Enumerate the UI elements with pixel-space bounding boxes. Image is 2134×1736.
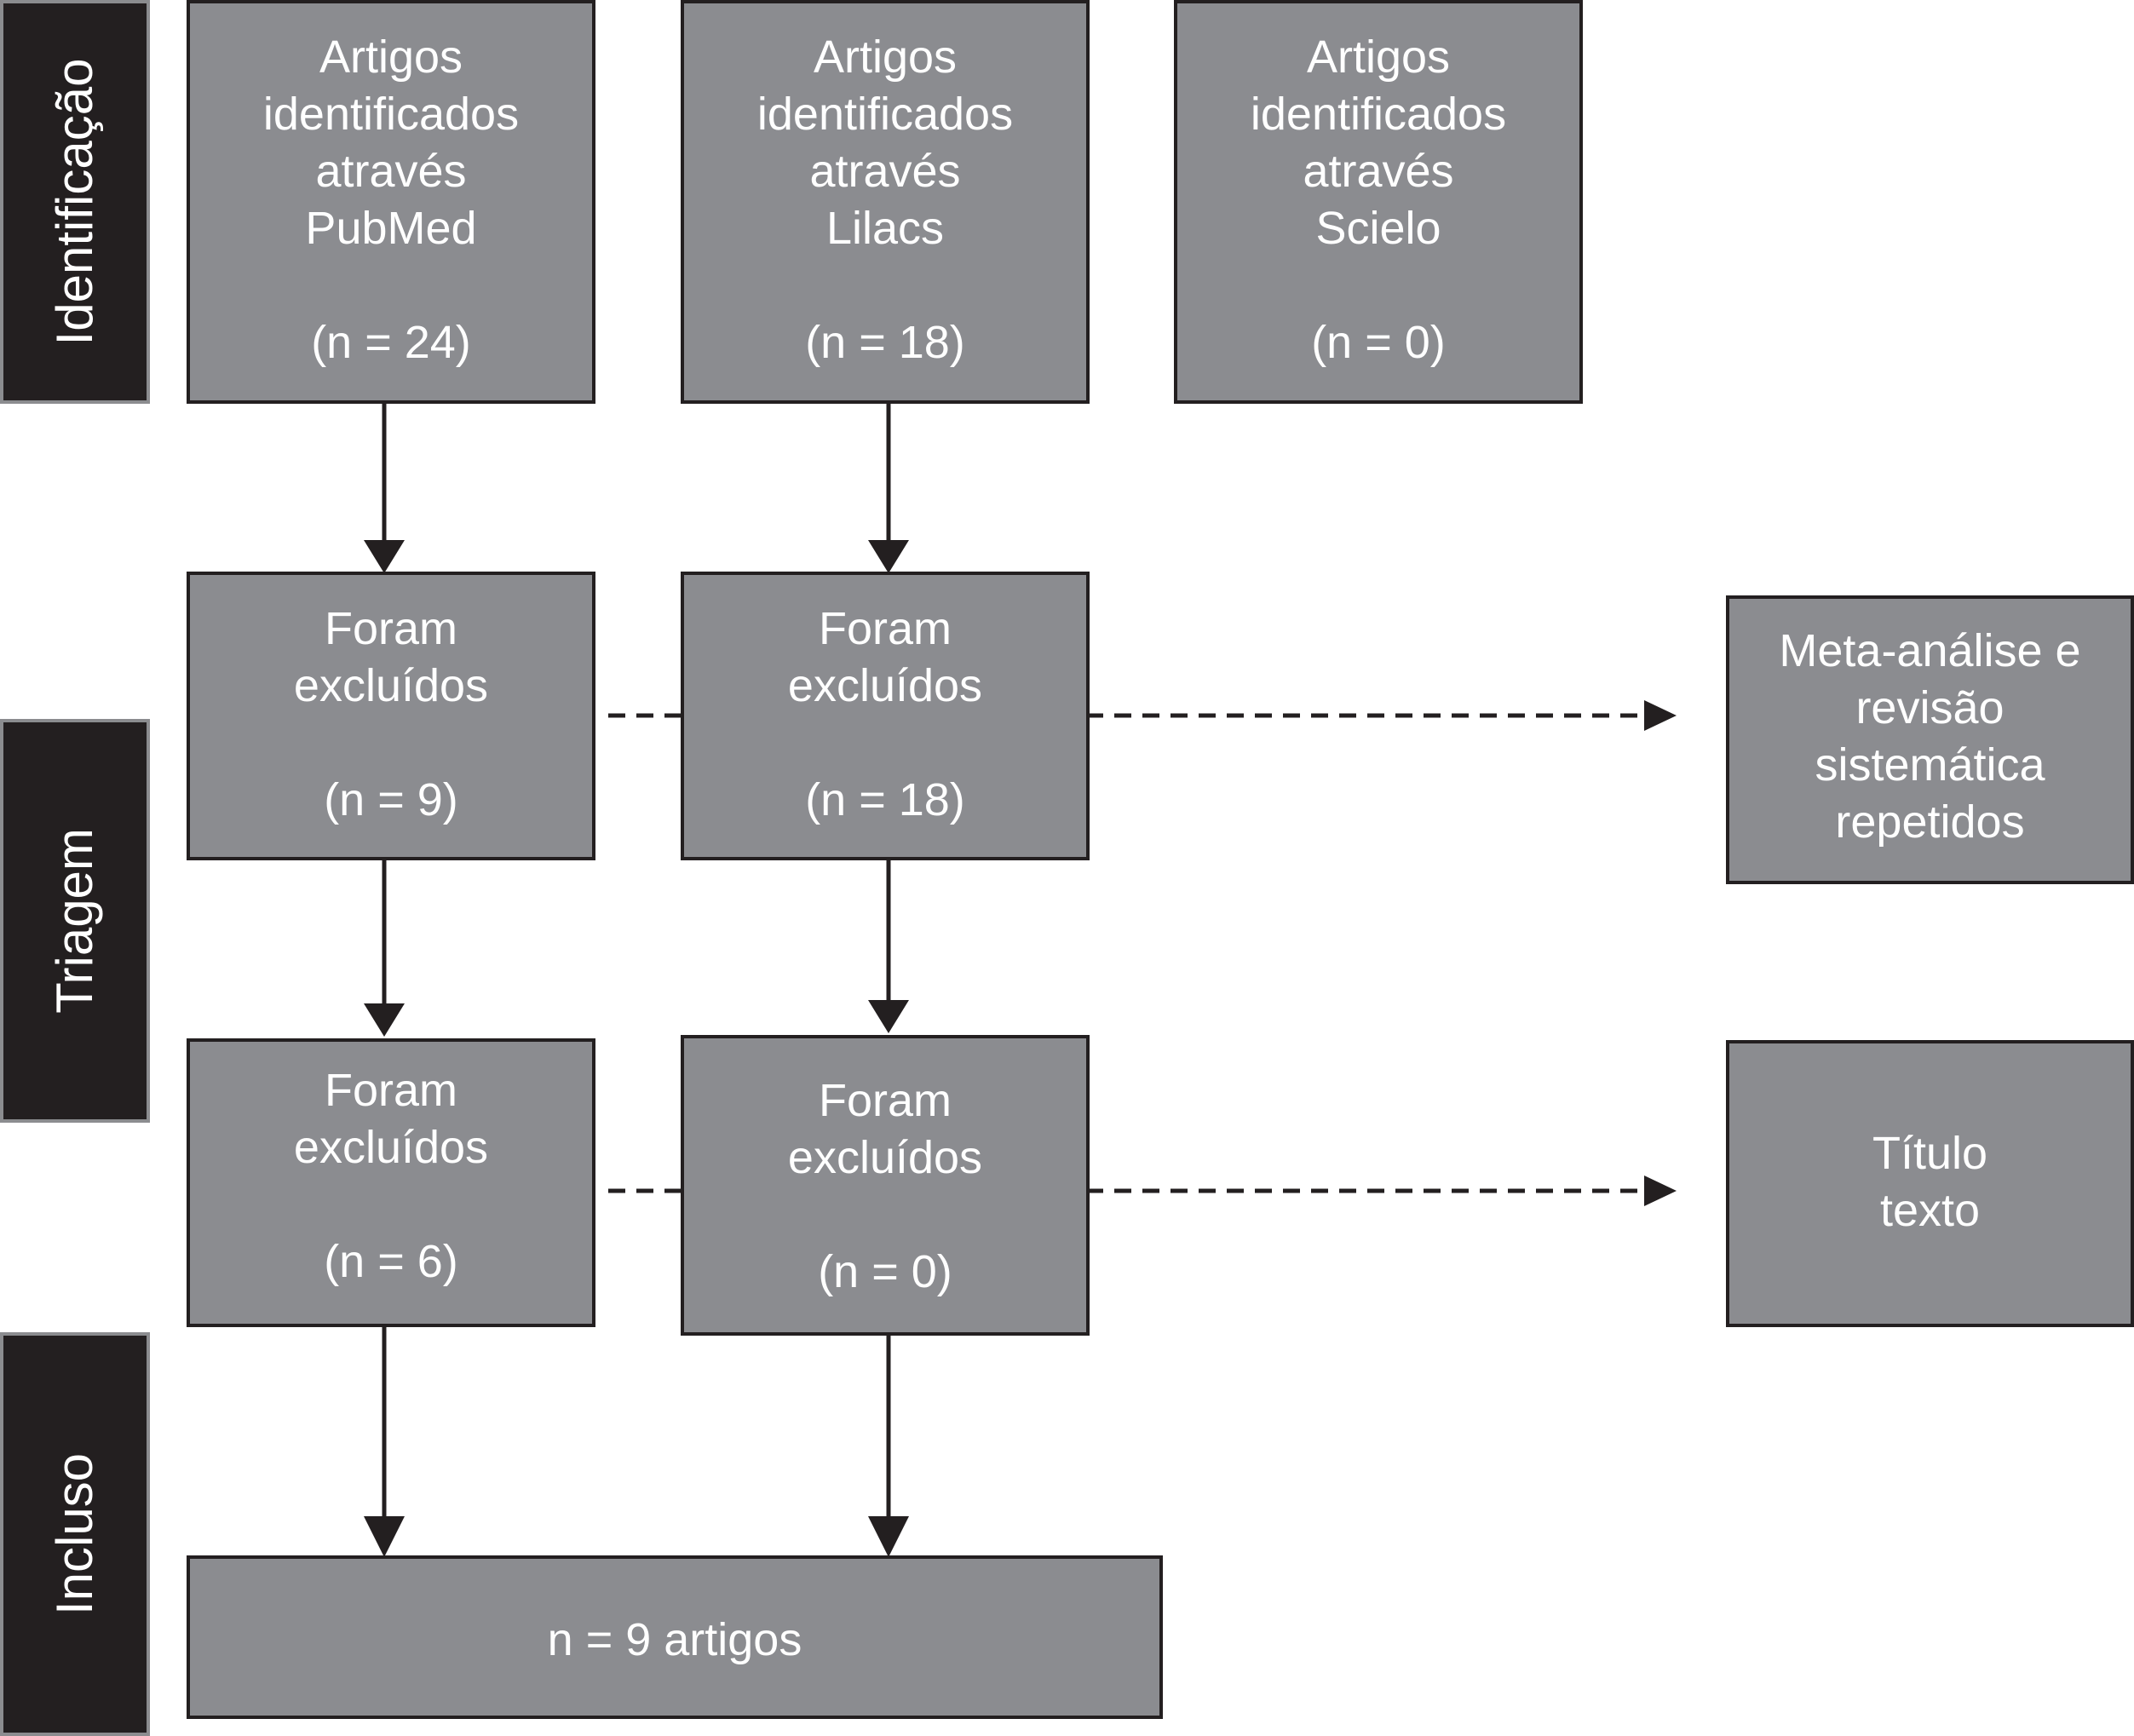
box-pubmed-title: Artigos identificados através PubMed	[262, 32, 520, 254]
arrowhead-reason-2	[1644, 1176, 1677, 1206]
stage-label-included-text: Incluso	[46, 1452, 103, 1616]
arrowhead-screening-2-left	[364, 1516, 405, 1557]
arrowhead-screening-2-right	[868, 1516, 909, 1557]
box-reason-screening-1-text: Meta-análise e revisão sistemática repet…	[1779, 625, 2081, 848]
box-included-result-text: n = 9 artigos	[547, 1614, 802, 1665]
box-scielo-count: (n = 0)	[1311, 317, 1446, 368]
arrowhead-screening-1-left	[364, 1003, 405, 1037]
box-excluded-screening-1-left: Foram excluídos (n = 9)	[187, 572, 595, 860]
box-excluded-screening-2-left-title: Foram excluídos	[293, 1065, 489, 1173]
box-excluded-screening-1-right-title: Foram excluídos	[787, 603, 983, 711]
box-lilacs-title: Artigos identificados através Lilacs	[756, 32, 1014, 254]
box-excluded-screening-1-left-count: (n = 9)	[324, 774, 458, 825]
box-excluded-screening-1-right-count: (n = 18)	[805, 774, 965, 825]
box-scielo-title: Artigos identificados através Scielo	[1250, 32, 1507, 254]
stage-label-screening-text: Triagem	[46, 828, 103, 1014]
arrowhead-pubmed	[364, 540, 405, 573]
box-excluded-screening-1-left-title: Foram excluídos	[293, 603, 489, 711]
box-excluded-screening-1-right: Foram excluídos (n = 18)	[681, 572, 1090, 860]
box-lilacs: Artigos identificados através Lilacs (n …	[681, 0, 1090, 404]
box-excluded-screening-2-left: Foram excluídos (n = 6)	[187, 1038, 595, 1327]
arrowhead-screening-1-right	[868, 1000, 909, 1033]
box-excluded-screening-2-left-count: (n = 6)	[324, 1236, 458, 1287]
box-lilacs-count: (n = 18)	[805, 317, 965, 368]
box-excluded-screening-2-right-count: (n = 0)	[818, 1246, 952, 1297]
arrowhead-lilacs	[868, 540, 909, 573]
stage-label-screening: Triagem	[0, 719, 150, 1123]
stage-label-identification-text: Identificação	[46, 58, 103, 346]
box-reason-screening-1: Meta-análise e revisão sistemática repet…	[1726, 595, 2134, 884]
stage-label-identification: Identificação	[0, 0, 150, 404]
box-pubmed-count: (n = 24)	[311, 317, 471, 368]
stage-label-included: Incluso	[0, 1332, 150, 1736]
box-pubmed: Artigos identificados através PubMed (n …	[187, 0, 595, 404]
box-reason-screening-2: Título texto	[1726, 1040, 2134, 1327]
box-excluded-screening-2-right: Foram excluídos (n = 0)	[681, 1035, 1090, 1336]
box-scielo: Artigos identificados através Scielo (n …	[1174, 0, 1583, 404]
arrowhead-reason-1	[1644, 700, 1677, 731]
box-included-result: n = 9 artigos	[187, 1555, 1163, 1719]
box-reason-screening-2-text: Título texto	[1872, 1128, 1988, 1236]
box-excluded-screening-2-right-title: Foram excluídos	[787, 1075, 983, 1183]
